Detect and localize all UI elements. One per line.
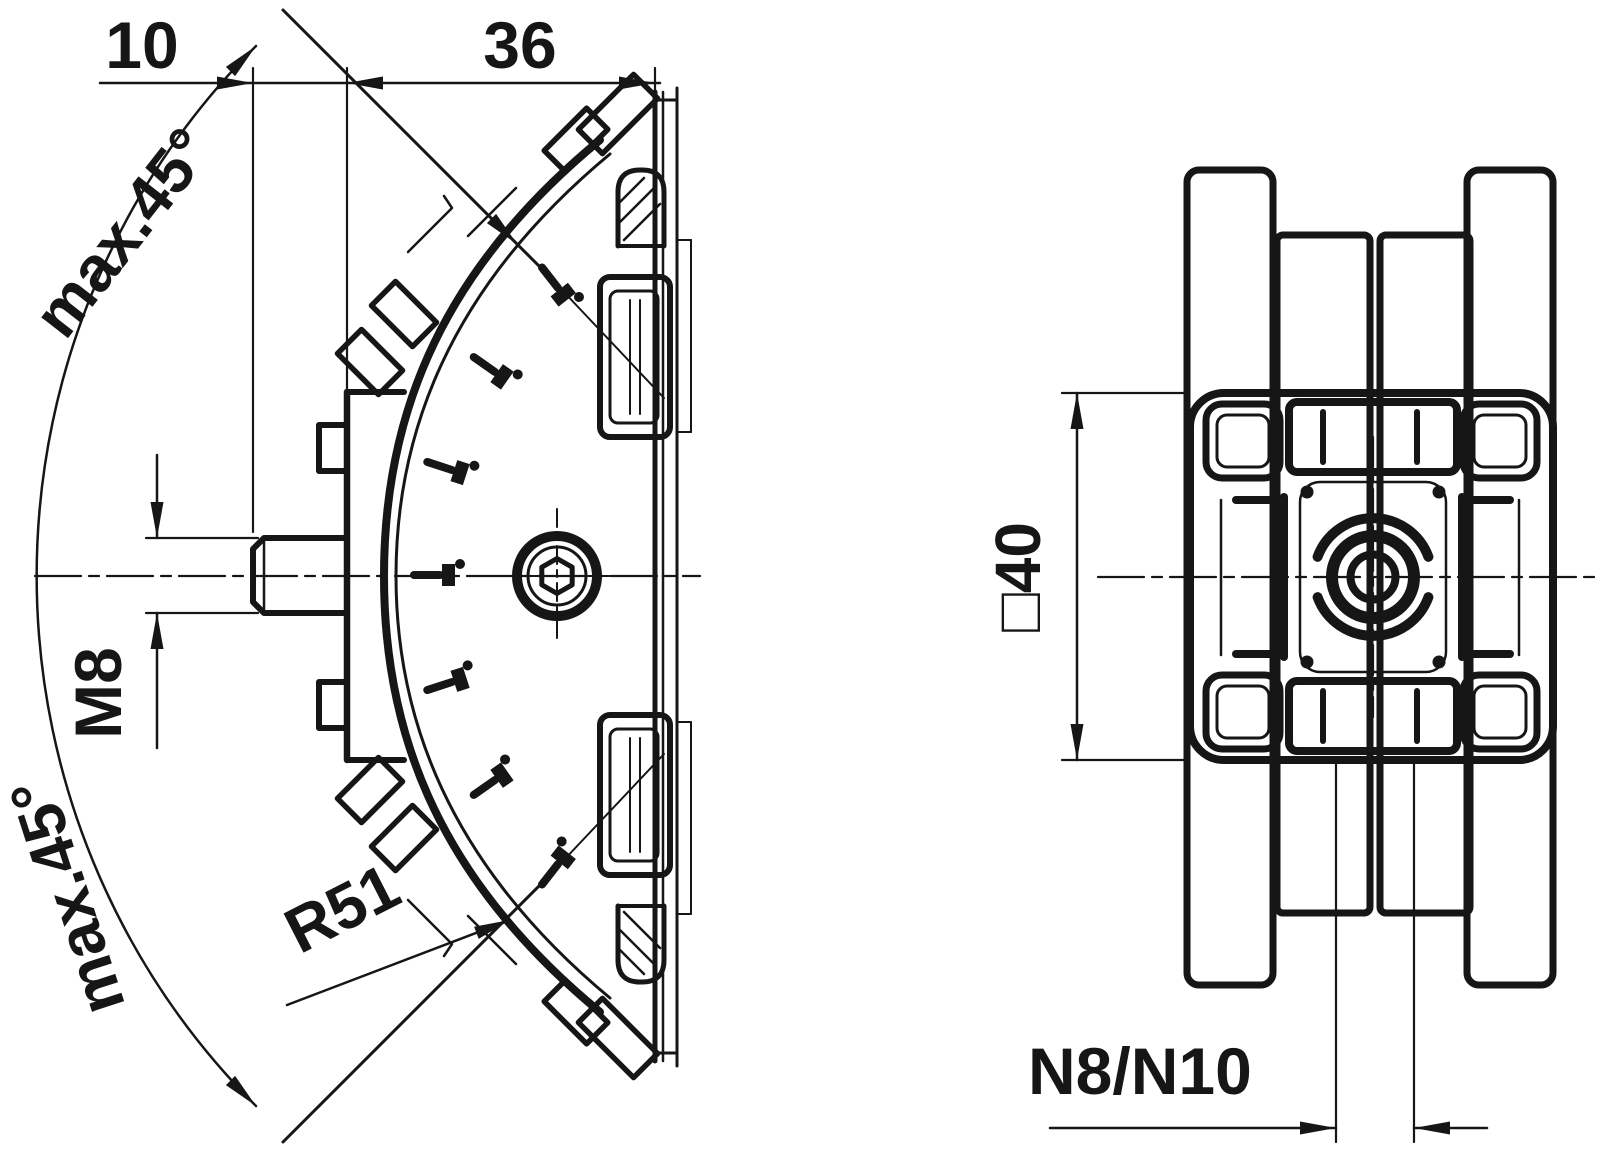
dim-36-label: 36 [483,8,556,82]
profile-bars [1183,166,1557,989]
disc-rim-outer [380,136,604,1016]
clamp-hook-top [597,167,673,440]
front-view: □40 N8/N10 [982,166,1599,1144]
rim-lugs [334,71,661,1081]
swing-position-lines [281,8,665,1144]
side-view: 10 36 M8 max.45° max.45° [0,8,702,1144]
threaded-stud [250,535,350,616]
dimension-m8: M8 [61,453,260,750]
break-marks [406,186,518,966]
max-angle-lower-label: max.45° [0,770,139,1023]
plate-slots [1285,398,1461,755]
thread-label: M8 [61,647,135,739]
base-plate [1186,389,1557,764]
square-size-label: □40 [982,522,1054,632]
dimension-grooves: N8/N10 [1028,1034,1489,1135]
plate-hub [1298,480,1448,674]
groove-label: N8/N10 [1028,1034,1252,1108]
profile-interface [652,86,692,1068]
set-screw-glyphs [410,263,584,889]
disc-rim-inner [394,152,612,1000]
clamp-hook-bottom [597,712,673,985]
hub-screw [489,508,625,644]
dimension-10-36: 10 36 [98,8,662,534]
corner-pads [1202,400,1541,753]
max-angle-upper-label: max.45° [20,115,226,351]
dimension-square40: □40 [982,391,1188,762]
side-brackets [1232,493,1514,661]
dim-10-label: 10 [105,8,178,82]
